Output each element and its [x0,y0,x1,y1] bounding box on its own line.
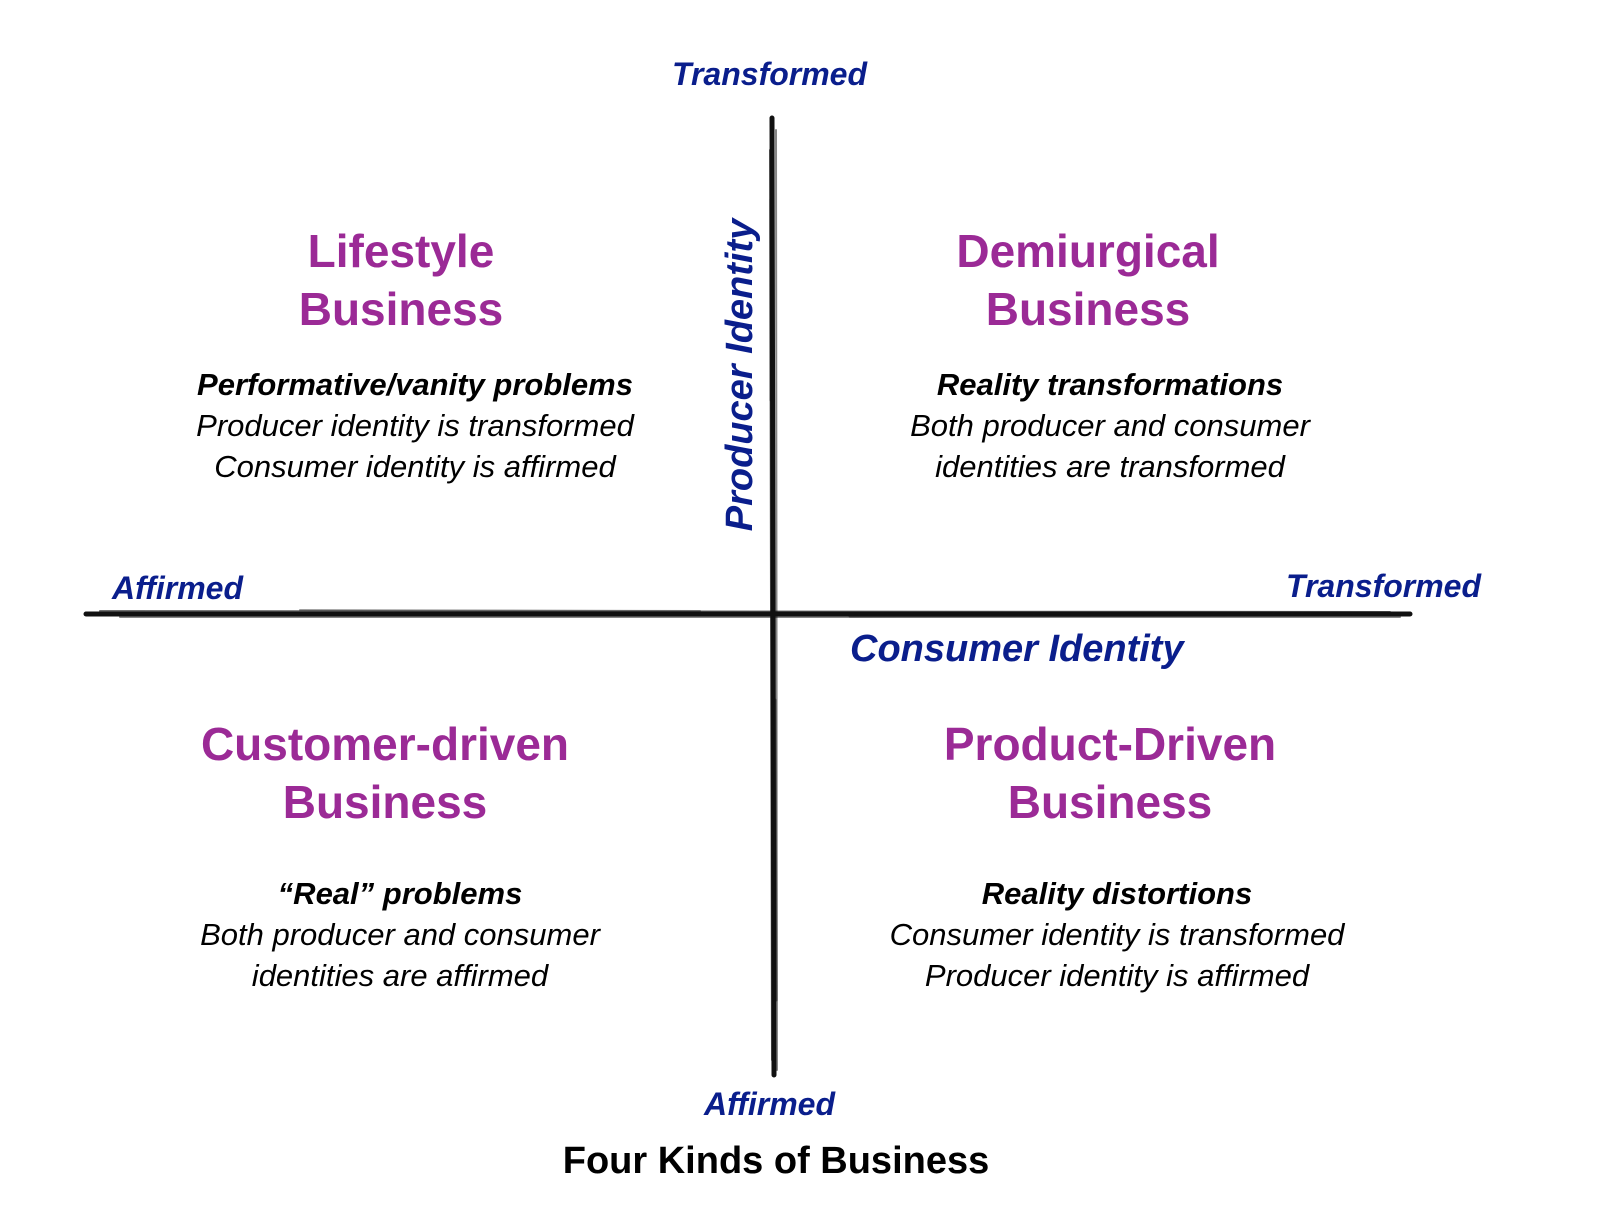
quadrant-title-line2: Business [282,776,488,828]
quadrant-line1: Consumer identity is transformed [889,917,1345,952]
quadrant-description-demiurgical: Reality transformations Both producer an… [910,364,1310,487]
quadrant-line2: identities are affirmed [251,958,549,993]
quadrant-description-lifestyle: Performative/vanity problems Producer id… [196,364,634,487]
quadrant-title-line2: Business [298,283,504,335]
quadrant-title-customer-driven: Customer-driven Business [201,715,569,831]
quadrant-heading: Reality transformations [936,367,1284,402]
vertical-axis-line [769,115,778,1078]
quadrant-line2: Producer identity is affirmed [924,958,1310,993]
quadrant-title-line2: Business [985,283,1191,335]
quadrant-line1: Producer identity is transformed [196,408,634,443]
quadrant-heading: Performative/vanity problems [197,367,633,402]
quadrant-line1: Both producer and consumer [910,408,1310,443]
horizontal-axis-left-label: Affirmed [112,570,243,606]
quadrant-description-product-driven: Reality distortions Consumer identity is… [890,873,1345,996]
quadrant-title-lifestyle: Lifestyle Business [299,222,504,338]
quadrant-description-customer-driven: “Real” problems Both producer and consum… [200,873,600,996]
quadrant-title-line1: Lifestyle [307,225,495,277]
quadrant-title-line1: Demiurgical [956,225,1220,277]
horizontal-axis-right-label: Transformed [1286,568,1482,604]
horizontal-axis-line [83,609,1413,618]
vertical-axis-bottom-label: Affirmed [704,1086,835,1122]
vertical-axis-name: Producer Identity [719,218,761,532]
quadrant-line2: Consumer identity is affirmed [214,449,616,484]
diagram-caption: Four Kinds of Business [562,1140,990,1182]
quadrant-title-demiurgical: Demiurgical Business [956,222,1219,338]
quadrant-line1: Both producer and consumer [200,917,600,952]
quadrant-heading: “Real” problems [277,876,523,911]
quadrant-title-product-driven: Product-Driven Business [944,715,1276,831]
quadrant-title-line2: Business [1007,776,1213,828]
quadrant-line2: identities are transformed [935,449,1285,484]
quadrant-title-line1: Product-Driven [943,718,1277,770]
quadrant-heading: Reality distortions [981,876,1253,911]
horizontal-axis-name: Consumer Identity [850,628,1184,670]
quadrant-title-line1: Customer-driven [200,718,570,770]
vertical-axis-top-label: Transformed [672,56,868,92]
